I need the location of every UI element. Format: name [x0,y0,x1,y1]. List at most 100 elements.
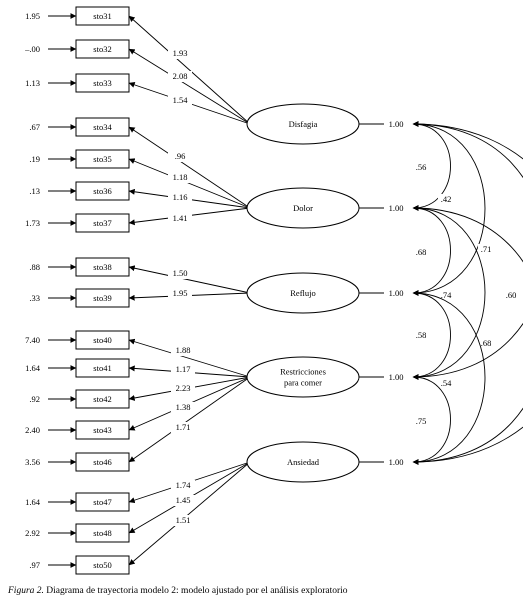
loading-arrow [128,265,251,294]
loading-value: 1.50 [173,268,188,278]
indicator-box [75,330,130,350]
factor-label: Restricciones [280,367,326,377]
correlation-value: .74 [441,290,452,300]
error-variance-value: 1.73 [25,218,40,228]
error-variance-value: 1.95 [25,11,40,21]
correlation-arc [412,205,451,296]
factor-correlations: .56.42.71.60.68.74.68.58.54.75 [412,121,523,465]
loading-label-bg [171,480,195,491]
factor-label: Reflujo [290,288,316,298]
correlation-arc [412,121,523,465]
loading-value: 1.18 [173,172,188,182]
loading-label-bg [168,172,192,183]
loading-label-bg [171,515,195,526]
indicator-box [75,39,130,59]
error-variance-value: .97 [29,560,40,570]
indicator-label: sto35 [93,154,111,164]
loading-label-bg [171,364,195,375]
indicator-label: sto34 [93,122,112,132]
path-diagram: 1.932.081.54.961.181.161.411.501.951.881… [24,6,523,575]
correlation-value: .71 [481,244,492,254]
loading-value: 1.74 [176,480,192,490]
loading-label-bg [171,422,195,433]
indicator-sto32: sto32–.00 [24,39,130,59]
factor-label: para comer [284,378,322,388]
correlation-label-bg [413,416,429,427]
loading-value: 2.23 [176,383,191,393]
loading-value: 1.16 [173,192,188,202]
error-variance-value: .88 [29,262,40,272]
loading-label-bg [171,345,195,356]
indicator-label: sto41 [93,363,111,373]
factor-variance-value: 1.00 [389,119,404,129]
correlation-value: .68 [481,338,492,348]
correlation-label-bg [413,162,429,173]
indicator-label: sto39 [93,293,111,303]
loading-value: 1.38 [176,402,191,412]
indicator-label: sto43 [93,425,111,435]
loading-label-bg [168,213,192,224]
indicator-box [75,492,130,512]
loading-value: 1.88 [176,345,191,355]
correlation-label-bg [438,290,454,301]
indicator-sto50: sto50 .97 [29,555,130,575]
loading-label-bg [171,495,195,506]
loading-label-bg [168,268,192,279]
loading-arrow [128,15,251,125]
indicator-box [75,452,130,472]
factor-label: Dolor [293,203,313,213]
indicator-label: sto46 [93,457,111,467]
correlation-arc [412,121,523,380]
indicator-box [75,73,130,93]
loading-value: 1.95 [173,288,188,298]
loading-value: 1.41 [173,213,188,223]
factor-1: Disfagia 1.00 [246,103,404,145]
loading-arrow [128,376,251,463]
indicator-label: sto31 [93,11,111,21]
error-arrows [48,13,77,568]
indicator-label: sto50 [93,560,111,570]
indicator-box [75,213,130,233]
factor-variance-value: 1.00 [389,457,404,467]
loading-label-bg [168,71,192,82]
error-variance-value: 1.64 [25,363,41,373]
loading-label-bg [168,192,192,203]
indicator-sto35: sto35.19 [29,149,130,169]
indicator-box [75,149,130,169]
loading-value: .96 [175,151,186,161]
loading-arrow [128,126,251,209]
loading-value: 1.54 [173,95,189,105]
correlation-arc [412,374,451,465]
loading-value: 2.08 [173,71,188,81]
indicator-box [75,555,130,575]
loading-label-bg [168,288,192,299]
indicator-sto31: sto31 1.95 [25,6,130,26]
loading-arrow [128,158,251,209]
indicator-label: sto32 [93,44,111,54]
loading-label-bg [168,48,192,59]
indicator-box [75,117,130,137]
indicator-label: sto36 [93,186,111,196]
indicator-box [75,389,130,409]
figure-caption-text: Diagrama de trayectoria modelo 2: modelo… [43,586,348,596]
factor-variance-value: 1.00 [389,288,404,298]
correlation-value: .58 [416,330,427,340]
correlation-value: .42 [441,194,452,204]
error-variance-value: 7.40 [25,335,40,345]
correlation-label-bg [413,330,429,341]
error-variance-value: .13 [29,186,40,196]
factor-label: Disfagia [289,119,318,129]
indicator-box [75,358,130,378]
indicator-box [75,257,130,277]
indicator-sto39: sto39.33 [29,288,130,308]
indicator-label: sto33 [93,78,111,88]
